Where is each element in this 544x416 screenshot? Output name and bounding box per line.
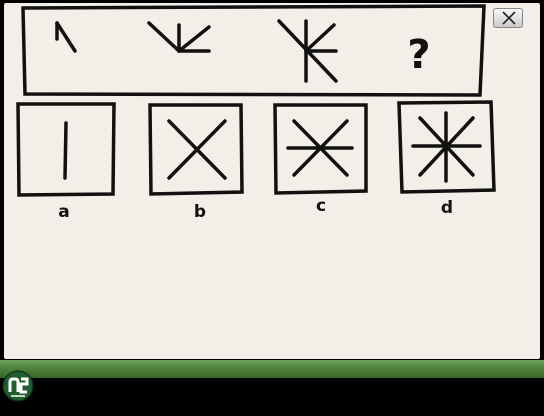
app-logo-icon[interactable] (2, 370, 34, 402)
close-icon (502, 11, 516, 25)
sequence-figure-2 (147, 21, 211, 53)
option-a-label: a (58, 202, 69, 222)
option-a[interactable]: a (16, 102, 116, 222)
close-button[interactable] (493, 8, 523, 28)
sequence-box (21, 4, 486, 97)
puzzle-panel: ? a b c (4, 3, 540, 359)
option-b-figure (167, 119, 227, 180)
option-a-figure (63, 121, 68, 180)
option-d-figure (411, 111, 482, 183)
option-b-label: b (194, 202, 206, 222)
grass-strip (0, 360, 544, 382)
question-mark: ? (407, 32, 430, 78)
option-b[interactable]: b (148, 103, 244, 222)
option-c[interactable]: c (273, 103, 368, 216)
sequence-figure-1 (55, 21, 77, 53)
option-c-label: c (316, 196, 326, 216)
option-d[interactable]: d (397, 100, 496, 218)
sequence-figure-3 (277, 19, 338, 83)
bottom-bar (0, 378, 544, 416)
option-c-figure (286, 119, 354, 177)
option-d-label: d (441, 198, 453, 218)
puzzle-canvas: ? a b c (16, 4, 496, 222)
